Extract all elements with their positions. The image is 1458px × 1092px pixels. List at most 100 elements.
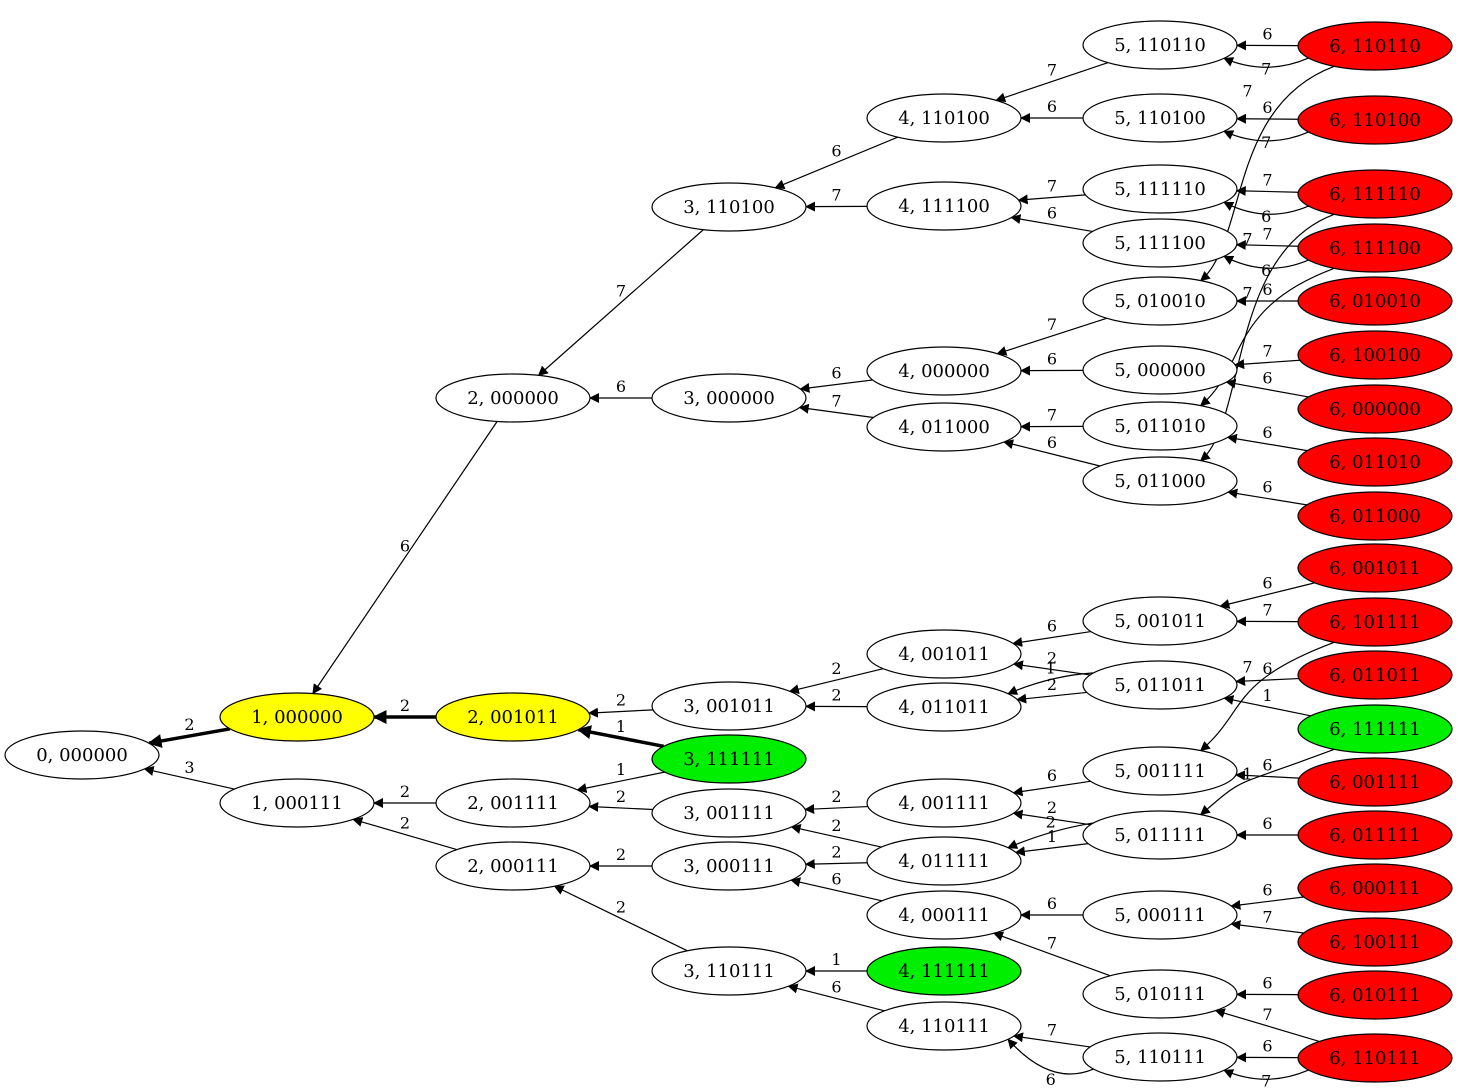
node-ellipse[interactable] [1297, 223, 1453, 273]
node-5-011111[interactable]: 5, 011111 [1082, 810, 1238, 860]
node-5-110111[interactable]: 5, 110111 [1082, 1032, 1238, 1082]
node-ellipse[interactable] [4, 730, 160, 780]
node-ellipse[interactable] [651, 788, 807, 838]
node-6-011010[interactable]: 6, 011010 [1297, 437, 1453, 487]
node-5-011010[interactable]: 5, 011010 [1082, 401, 1238, 451]
node-4-001111[interactable]: 4, 001111 [866, 778, 1022, 828]
node-ellipse[interactable] [1082, 746, 1238, 796]
node-2-001111[interactable]: 2, 001111 [435, 778, 591, 828]
node-ellipse[interactable] [1297, 597, 1453, 647]
node-4-011011[interactable]: 4, 011011 [866, 682, 1022, 732]
node-ellipse[interactable] [866, 629, 1022, 679]
node-4-110111[interactable]: 4, 110111 [866, 1001, 1022, 1051]
node-ellipse[interactable] [1082, 1032, 1238, 1082]
node-ellipse[interactable] [1297, 543, 1453, 593]
node-ellipse[interactable] [1082, 218, 1238, 268]
node-ellipse[interactable] [1082, 164, 1238, 214]
node-ellipse[interactable] [1297, 917, 1453, 967]
node-ellipse[interactable] [1297, 437, 1453, 487]
node-ellipse[interactable] [1297, 863, 1453, 913]
node-4-000000[interactable]: 4, 000000 [866, 346, 1022, 396]
node-ellipse[interactable] [1297, 330, 1453, 380]
node-ellipse[interactable] [1297, 21, 1453, 71]
node-5-111100[interactable]: 5, 111100 [1082, 218, 1238, 268]
node-5-011000[interactable]: 5, 011000 [1082, 456, 1238, 506]
node-5-000111[interactable]: 5, 000111 [1082, 890, 1238, 940]
node-6-000000[interactable]: 6, 000000 [1297, 384, 1453, 434]
node-6-011111[interactable]: 6, 011111 [1297, 810, 1453, 860]
node-ellipse[interactable] [866, 890, 1022, 940]
node-ellipse[interactable] [1082, 345, 1238, 395]
node-ellipse[interactable] [651, 681, 807, 731]
node-ellipse[interactable] [1297, 1033, 1453, 1083]
node-ellipse[interactable] [1082, 20, 1238, 70]
node-5-010111[interactable]: 5, 010111 [1082, 969, 1238, 1019]
node-ellipse[interactable] [866, 402, 1022, 452]
node-ellipse[interactable] [866, 93, 1022, 143]
node-ellipse[interactable] [1082, 890, 1238, 940]
node-ellipse[interactable] [219, 778, 375, 828]
node-ellipse[interactable] [1297, 704, 1453, 754]
node-6-001011[interactable]: 6, 001011 [1297, 543, 1453, 593]
node-ellipse[interactable] [1297, 384, 1453, 434]
node-ellipse[interactable] [1082, 456, 1238, 506]
node-ellipse[interactable] [651, 946, 807, 996]
node-ellipse[interactable] [1082, 969, 1238, 1019]
node-ellipse[interactable] [435, 373, 591, 423]
node-ellipse[interactable] [435, 692, 591, 742]
node-ellipse[interactable] [1297, 491, 1453, 541]
node-ellipse[interactable] [651, 734, 807, 784]
node-2-000111[interactable]: 2, 000111 [435, 841, 591, 891]
node-6-110110[interactable]: 6, 110110 [1297, 21, 1453, 71]
node-6-111111[interactable]: 6, 111111 [1297, 704, 1453, 754]
node-ellipse[interactable] [866, 778, 1022, 828]
node-6-011000[interactable]: 6, 011000 [1297, 491, 1453, 541]
node-3-110100[interactable]: 3, 110100 [651, 182, 807, 232]
node-ellipse[interactable] [866, 346, 1022, 396]
node-ellipse[interactable] [1297, 650, 1453, 700]
node-0-000000[interactable]: 0, 000000 [4, 730, 160, 780]
node-ellipse[interactable] [651, 841, 807, 891]
node-ellipse[interactable] [651, 182, 807, 232]
node-4-110100[interactable]: 4, 110100 [866, 93, 1022, 143]
node-ellipse[interactable] [1297, 810, 1453, 860]
node-5-011011[interactable]: 5, 011011 [1082, 660, 1238, 710]
node-4-111111[interactable]: 4, 111111 [866, 946, 1022, 996]
node-2-001011[interactable]: 2, 001011 [435, 692, 591, 742]
node-6-011011[interactable]: 6, 011011 [1297, 650, 1453, 700]
node-6-010111[interactable]: 6, 010111 [1297, 970, 1453, 1020]
node-ellipse[interactable] [866, 682, 1022, 732]
node-5-010010[interactable]: 5, 010010 [1082, 276, 1238, 326]
node-6-111110[interactable]: 6, 111110 [1297, 169, 1453, 219]
node-5-001011[interactable]: 5, 001011 [1082, 596, 1238, 646]
node-ellipse[interactable] [866, 181, 1022, 231]
node-3-001111[interactable]: 3, 001111 [651, 788, 807, 838]
node-ellipse[interactable] [1082, 810, 1238, 860]
node-ellipse[interactable] [1082, 401, 1238, 451]
node-ellipse[interactable] [1297, 95, 1453, 145]
node-6-100100[interactable]: 6, 100100 [1297, 330, 1453, 380]
node-3-110111[interactable]: 3, 110111 [651, 946, 807, 996]
node-3-000111[interactable]: 3, 000111 [651, 841, 807, 891]
node-ellipse[interactable] [1082, 596, 1238, 646]
node-ellipse[interactable] [866, 1001, 1022, 1051]
node-6-010010[interactable]: 6, 010010 [1297, 276, 1453, 326]
node-ellipse[interactable] [1297, 169, 1453, 219]
node-3-000000[interactable]: 3, 000000 [651, 373, 807, 423]
node-3-001011[interactable]: 3, 001011 [651, 681, 807, 731]
node-1-000111[interactable]: 1, 000111 [219, 778, 375, 828]
node-ellipse[interactable] [1297, 276, 1453, 326]
node-ellipse[interactable] [219, 692, 375, 742]
node-5-001111[interactable]: 5, 001111 [1082, 746, 1238, 796]
node-6-101111[interactable]: 6, 101111 [1297, 597, 1453, 647]
node-ellipse[interactable] [1082, 276, 1238, 326]
node-1-000000[interactable]: 1, 000000 [219, 692, 375, 742]
node-6-110100[interactable]: 6, 110100 [1297, 95, 1453, 145]
node-4-000111[interactable]: 4, 000111 [866, 890, 1022, 940]
node-6-100111[interactable]: 6, 100111 [1297, 917, 1453, 967]
node-4-001011[interactable]: 4, 001011 [866, 629, 1022, 679]
node-ellipse[interactable] [435, 778, 591, 828]
node-3-111111[interactable]: 3, 111111 [651, 734, 807, 784]
node-6-000111[interactable]: 6, 000111 [1297, 863, 1453, 913]
node-ellipse[interactable] [1082, 93, 1238, 143]
